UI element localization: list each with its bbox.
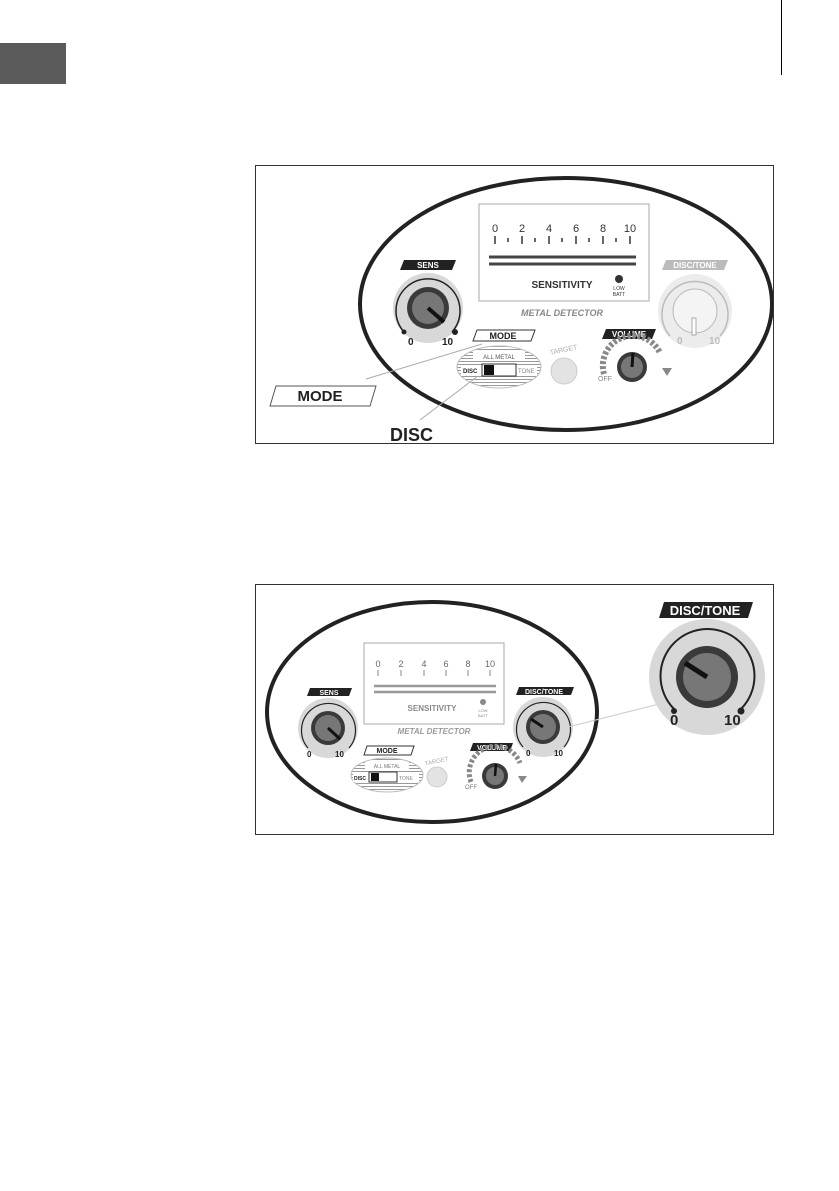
meter-tick-6: 6: [573, 223, 579, 235]
brand-label: METAL DETECTOR: [521, 308, 604, 318]
mode-tone: TONE: [518, 369, 535, 375]
sens-label: SENS: [319, 690, 338, 697]
disc-tone-max: 10: [709, 336, 721, 347]
mode-all-metal: ALL METAL: [483, 355, 515, 361]
disc-tone-max: 10: [554, 749, 563, 758]
meter-tick-10: 10: [624, 223, 636, 235]
meter-tick-0: 0: [492, 223, 498, 235]
mode-callout-label: MODE: [298, 388, 343, 405]
meter-tick-6: 6: [443, 659, 448, 669]
mode-disc: DISC: [354, 776, 366, 782]
meter-tick-10: 10: [485, 659, 495, 669]
low-batt-led: [480, 699, 486, 705]
sens-max: 10: [442, 337, 454, 348]
mode-switch-slider: [484, 365, 494, 375]
meter-title: SENSITIVITY: [531, 280, 592, 291]
target-light: [551, 358, 577, 384]
meter-tick-4: 4: [546, 223, 552, 235]
figure-disc-tone: 0 2 4 6 8 10 SENSITIVITY LOW BATT METAL …: [255, 584, 774, 835]
control-panel-diagram-2: 0 2 4 6 8 10 SENSITIVITY LOW BATT METAL …: [256, 585, 773, 834]
brand-label: METAL DETECTOR: [398, 727, 471, 736]
meter-tick-0: 0: [375, 659, 380, 669]
disc-tone-label: DISC/TONE: [525, 689, 563, 696]
volume-off: OFF: [598, 376, 612, 383]
mode-tone: TONE: [399, 776, 413, 782]
sens-label: SENS: [417, 261, 439, 270]
callout-min: 0: [670, 712, 678, 729]
disc-callout-label: DISC: [390, 425, 433, 443]
disc-tone-min: 0: [526, 749, 531, 758]
crop-mark-line: [781, 0, 782, 75]
sens-min: 0: [307, 750, 312, 759]
target-light: [427, 767, 447, 787]
meter-tick-2: 2: [519, 223, 525, 235]
mode-all-metal: ALL METAL: [374, 764, 401, 770]
low-batt-label-2: BATT: [613, 292, 625, 298]
volume-pointer: [495, 764, 496, 776]
sens-max: 10: [335, 750, 344, 759]
sens-min: 0: [408, 337, 414, 348]
meter-tick-8: 8: [465, 659, 470, 669]
meter-tick-4: 4: [421, 659, 426, 669]
volume-off: OFF: [465, 785, 477, 791]
callout-max: 10: [724, 712, 741, 729]
meter-tick-8: 8: [600, 223, 606, 235]
volume-pointer: [632, 353, 633, 367]
meter-tick-2: 2: [398, 659, 403, 669]
figure-mode-disc: 0 2 4 6 8 10 SENSITIVITY LOW BATT METAL …: [255, 165, 774, 444]
meter-title: SENSITIVITY: [408, 704, 458, 713]
disc-tone-min: 0: [677, 336, 683, 347]
mode-switch-slider: [371, 773, 379, 781]
callout-label: DISC/TONE: [670, 603, 741, 618]
low-batt-label-2: BATT: [478, 713, 488, 718]
page-tab-marker: [0, 43, 66, 84]
mode-label: MODE: [377, 748, 398, 755]
control-panel-diagram-1: 0 2 4 6 8 10 SENSITIVITY LOW BATT METAL …: [256, 166, 773, 443]
low-batt-led: [615, 275, 623, 283]
mode-disc: DISC: [463, 369, 478, 375]
disc-tone-label: DISC/TONE: [673, 261, 717, 270]
mode-label: MODE: [490, 331, 517, 341]
